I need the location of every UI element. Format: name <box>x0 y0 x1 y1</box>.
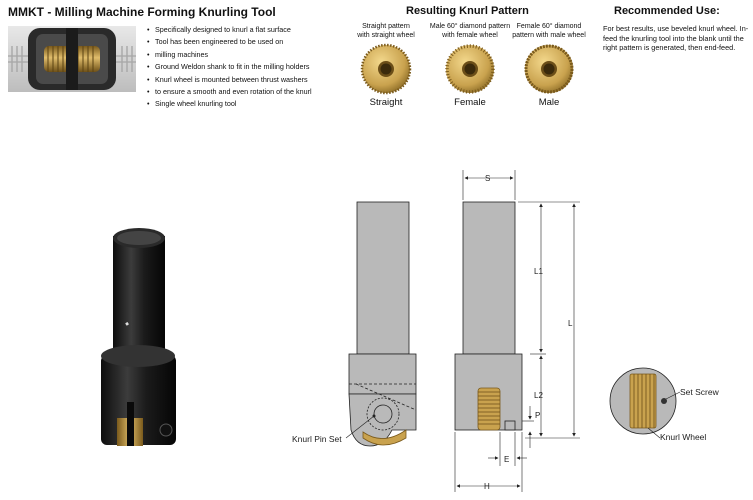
dim-label-l2: L2 <box>534 391 543 400</box>
callout-set-screw: Set Screw <box>680 387 720 397</box>
dim-label-e: E <box>504 455 509 464</box>
feature-item: Specifically designed to knurl a flat su… <box>147 24 352 37</box>
callout-knurl-wheel: Knurl Wheel <box>660 432 706 442</box>
tool-photo: ◆ <box>101 228 176 446</box>
page-title: MMKT - Milling Machine Forming Knurling … <box>8 5 276 19</box>
dimension-lines <box>454 170 580 492</box>
female-knurl-wheel-icon <box>445 44 495 94</box>
dim-label-h: H <box>484 482 490 491</box>
straight-knurl-wheel-icon <box>360 43 412 95</box>
logo-mark: ◆ <box>124 321 131 326</box>
feature-item-continued: milling machines <box>147 49 352 62</box>
feature-item: Knurl wheel is mounted between thrust wa… <box>147 74 352 87</box>
callout-knurl-pin-set: Knurl Pin Set <box>292 434 342 444</box>
dim-label-l1: L1 <box>534 267 543 276</box>
pattern-section-title: Resulting Knurl Pattern <box>406 5 529 17</box>
callout-dot <box>372 414 376 418</box>
dim-label-l: L <box>568 319 573 328</box>
callout-leader <box>345 415 375 439</box>
bottom-detail-view <box>609 367 677 435</box>
pattern-label: Straight <box>369 97 403 108</box>
feature-item: Tool has been engineered to be used on <box>147 36 352 49</box>
feature-item-continued: to ensure a smooth and even rotation of … <box>147 86 352 99</box>
feature-item: Single wheel knurling tool <box>147 98 352 111</box>
side-view-drawing <box>348 201 417 447</box>
dim-label-p: P <box>535 411 540 420</box>
recommended-title: Recommended Use: <box>614 5 720 17</box>
recommended-text: For best results, use beveled knurl whee… <box>603 24 749 53</box>
dim-label-s: S <box>485 174 490 183</box>
pattern-label: Male <box>538 97 560 108</box>
feature-list: Specifically designed to knurl a flat su… <box>147 24 352 111</box>
callout-leader <box>647 427 661 439</box>
callout-leader <box>665 391 681 400</box>
knurl-closeup-image <box>8 26 136 92</box>
feature-item: Ground Weldon shank to fit in the millin… <box>147 61 352 74</box>
male-knurl-wheel-icon <box>524 44 574 94</box>
front-view-drawing <box>454 201 523 431</box>
pattern-label: Female <box>454 97 486 108</box>
